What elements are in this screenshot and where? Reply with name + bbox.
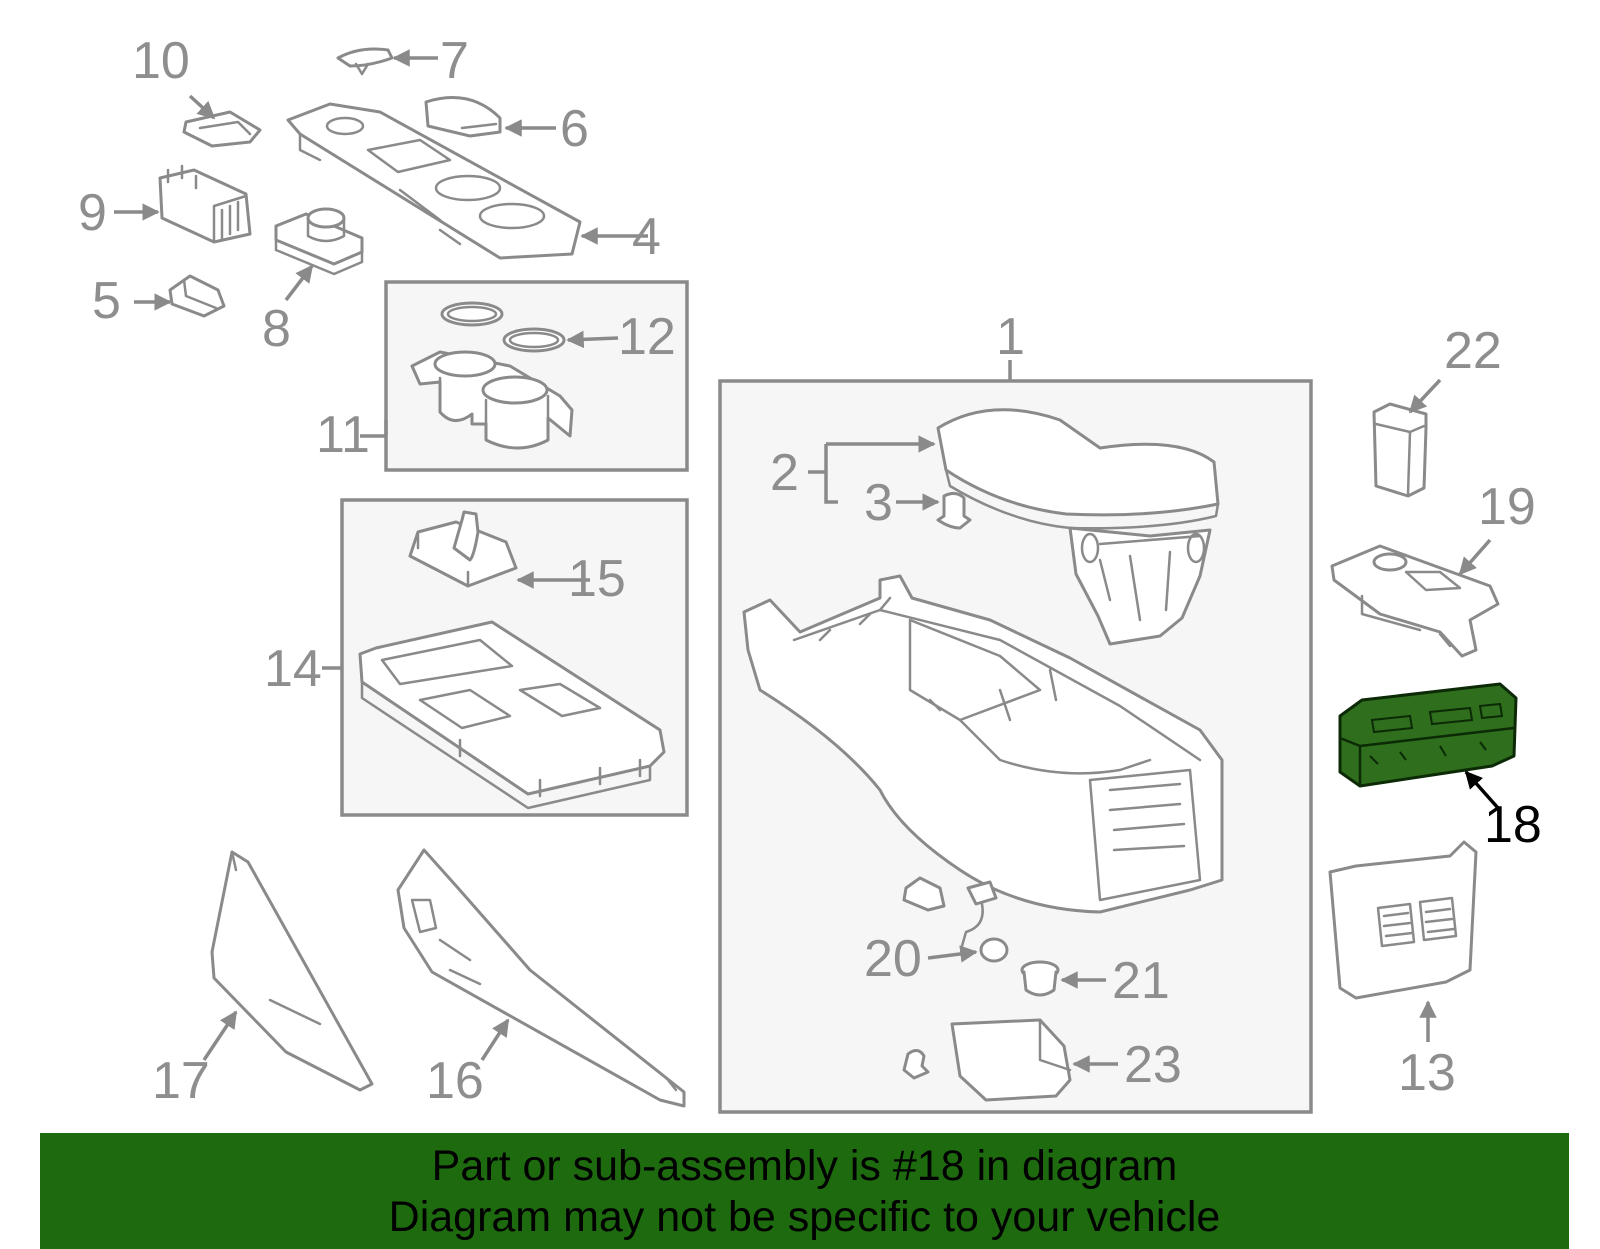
callout-2: 2 bbox=[770, 444, 799, 502]
part-12-rings[interactable] bbox=[440, 301, 566, 353]
callout-10: 10 bbox=[132, 32, 190, 90]
callout-1: 1 bbox=[996, 308, 1025, 366]
part-9-switch-block[interactable] bbox=[158, 164, 252, 244]
banner-line-1: Part or sub-assembly is #18 in diagram bbox=[431, 1142, 1178, 1190]
callout-23: 23 bbox=[1124, 1036, 1182, 1094]
callout-22: 22 bbox=[1444, 322, 1502, 380]
part-1-console-body[interactable] bbox=[742, 574, 1224, 914]
callout-5: 5 bbox=[92, 272, 121, 330]
callout-15: 15 bbox=[568, 550, 626, 608]
part-11-cup-holder[interactable] bbox=[410, 350, 574, 450]
callout-11: 11 bbox=[316, 406, 370, 464]
part-19-switch-panel[interactable] bbox=[1330, 544, 1500, 658]
callout-4: 4 bbox=[632, 208, 661, 266]
part-13-rear-vent-panel[interactable] bbox=[1328, 840, 1478, 1000]
callout-13: 13 bbox=[1398, 1044, 1456, 1102]
armrest-hinge bbox=[1068, 526, 1212, 646]
part-21-socket[interactable] bbox=[1020, 960, 1060, 997]
part-14-bezel-tray[interactable] bbox=[358, 620, 666, 810]
callout-18: 18 bbox=[1484, 796, 1542, 854]
callout-7: 7 bbox=[440, 32, 469, 90]
banner-line-2: Diagram may not be specific to your vehi… bbox=[388, 1193, 1221, 1241]
callout-19: 19 bbox=[1478, 478, 1536, 536]
part-5-clip[interactable] bbox=[168, 274, 226, 318]
callout-21: 21 bbox=[1112, 952, 1170, 1010]
callout-14: 14 bbox=[264, 640, 322, 698]
part-23-duct[interactable] bbox=[902, 1018, 1072, 1102]
callout-8: 8 bbox=[262, 300, 291, 358]
part-7-cap[interactable] bbox=[336, 47, 394, 76]
callout-3: 3 bbox=[864, 474, 893, 532]
part-4-upper-panel[interactable] bbox=[286, 102, 582, 260]
part-3-clip[interactable] bbox=[936, 491, 972, 530]
leader-lines bbox=[114, 49, 1500, 1073]
callout-6: 6 bbox=[560, 100, 589, 158]
part-17-side-trim[interactable] bbox=[210, 850, 374, 1092]
callout-9: 9 bbox=[78, 184, 107, 242]
part-20-harness[interactable] bbox=[960, 880, 1009, 963]
part-clip-small[interactable] bbox=[902, 876, 946, 912]
part-16-side-panel[interactable] bbox=[396, 848, 686, 1108]
callout-20: 20 bbox=[864, 930, 922, 988]
part-22-outlet[interactable] bbox=[1372, 402, 1428, 498]
part-6-cover[interactable] bbox=[424, 96, 502, 138]
part-15-shift-boot[interactable] bbox=[408, 510, 518, 588]
part-18-switch-module[interactable] bbox=[1338, 682, 1518, 788]
callout-16: 16 bbox=[426, 1052, 484, 1110]
callout-17: 17 bbox=[152, 1052, 210, 1110]
part-2-armrest-lid[interactable] bbox=[936, 408, 1220, 530]
part-8-knob-switch[interactable] bbox=[274, 207, 364, 276]
callout-12: 12 bbox=[618, 308, 676, 366]
part-10-bezel[interactable] bbox=[182, 110, 262, 148]
info-banner: Part or sub-assembly is #18 in diagram D… bbox=[40, 1133, 1569, 1249]
